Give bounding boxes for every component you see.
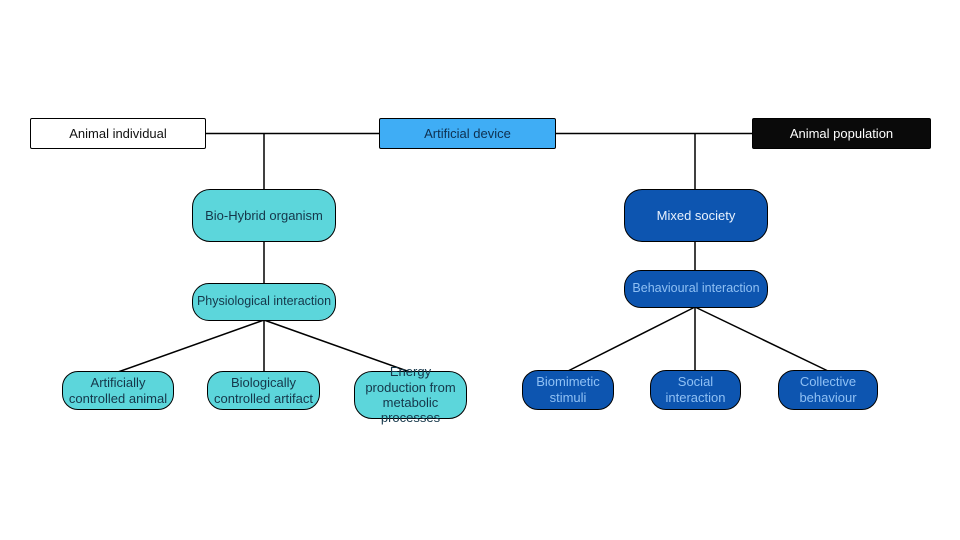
node-artificial-device: Artificial device (379, 118, 556, 149)
node-animal-individual: Animal individual (30, 118, 206, 149)
node-bio-hybrid-organism: Bio-Hybrid organism (192, 189, 336, 242)
node-animal-population: Animal population (752, 118, 931, 149)
node-mixed-society: Mixed society (624, 189, 768, 242)
node-biomimetic-stimuli: Biomimetic stimuli (522, 370, 614, 410)
node-physiological-interaction: Physiological interaction (192, 283, 336, 321)
node-artificially-controlled-animal: Artificially controlled animal (62, 371, 174, 410)
node-collective-behaviour: Collective behaviour (778, 370, 878, 410)
node-biologically-controlled-artifact: Biologically controlled artifact (207, 371, 320, 410)
node-social-interaction: Social interaction (650, 370, 741, 410)
node-energy-production: Energy production from metabolic process… (354, 364, 467, 425)
node-behavioural-interaction: Behavioural interaction (624, 270, 768, 308)
